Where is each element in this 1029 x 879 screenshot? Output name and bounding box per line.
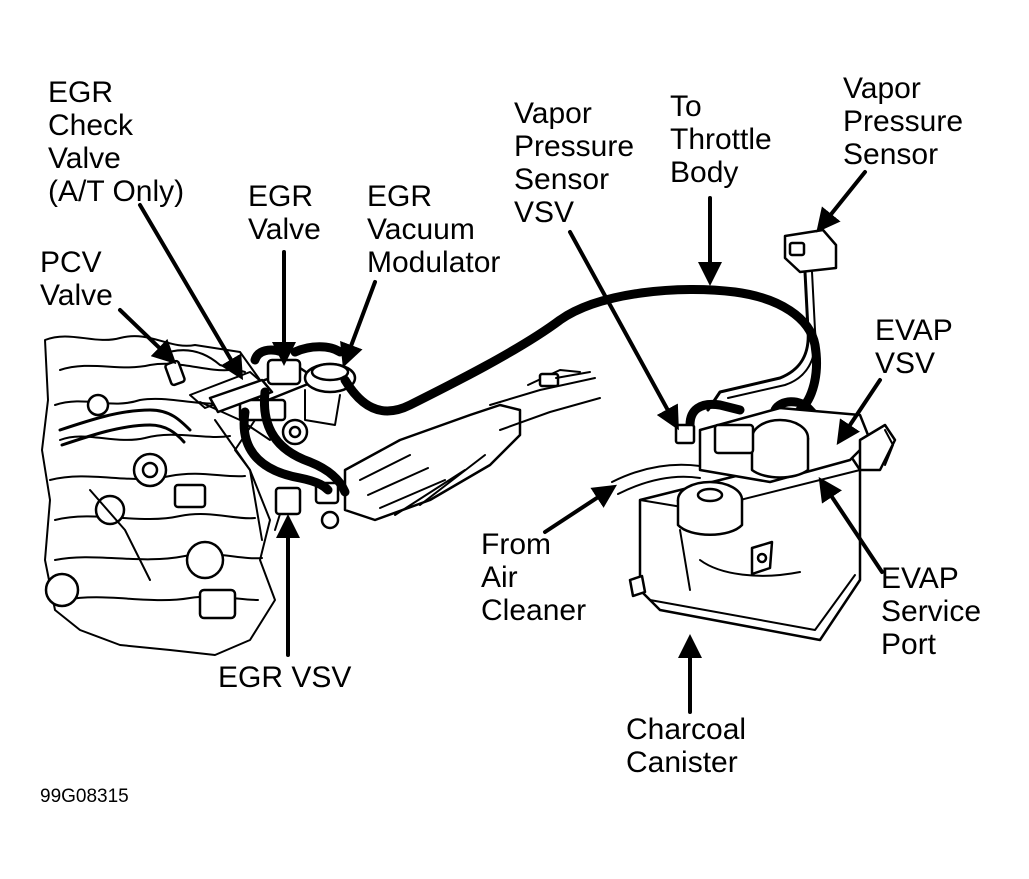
- label-to-throttle-body: To Throttle Body: [670, 90, 772, 189]
- catalytic-converter: [343, 369, 601, 522]
- label-egr-vacuum-modulator: EGR Vacuum Modulator: [367, 180, 501, 279]
- label-vapor-pressure-sensor: Vapor Pressure Sensor: [843, 72, 964, 171]
- charcoal-canister-part: [628, 453, 862, 642]
- label-evap-service-port: EVAP Service Port: [881, 562, 982, 661]
- leader-arrows: [118, 170, 884, 714]
- evap-vsv-part: [674, 406, 897, 484]
- label-vapor-pressure-sensor-vsv: Vapor Pressure Sensor VSV: [514, 97, 635, 229]
- arrow-vapor-pressure-sensor: [816, 170, 867, 233]
- air-cleaner-hose: [611, 463, 701, 483]
- arrow-egr-check-valve: [138, 203, 244, 381]
- label-from-air-cleaner: From Air Cleaner: [481, 528, 587, 627]
- label-egr-check-valve: EGR Check Valve (A/T Only): [48, 76, 185, 208]
- figure-code: 99G08315: [40, 786, 129, 807]
- air-cleaner-hose-2: [617, 475, 701, 495]
- label-charcoal-canister: Charcoal Canister: [626, 713, 747, 779]
- label-evap-vsv: EVAP VSV: [875, 314, 953, 380]
- arrow-egr-vacuum-modulator: [340, 280, 377, 368]
- arrow-from-air-cleaner: [543, 484, 618, 534]
- engine-block: [41, 335, 276, 656]
- label-egr-valve: EGR Valve: [248, 180, 321, 246]
- label-egr-vsv: EGR VSV: [218, 661, 352, 694]
- arrow-evap-vsv: [836, 378, 882, 445]
- arrow-evap-service-port: [818, 477, 884, 574]
- arrow-pcv-valve: [118, 308, 177, 365]
- label-pcv-valve: PCV Valve: [40, 246, 113, 312]
- arrow-vapor-pressure-sensor-vsv: [568, 230, 679, 431]
